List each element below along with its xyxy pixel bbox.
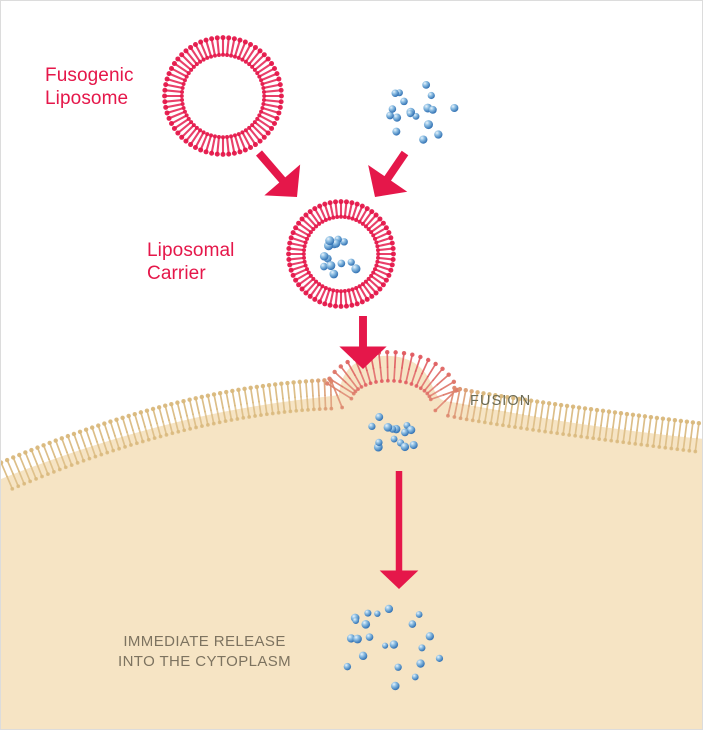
process-arrows (256, 150, 419, 589)
liposomal-carrier (286, 199, 396, 309)
fusogenic-liposome (162, 35, 284, 157)
dome-drug-cluster (368, 413, 418, 452)
membrane-lipid-bristles (1, 350, 702, 491)
released-drug-cluster (343, 604, 444, 691)
cell-membrane (1, 355, 702, 729)
cytoplasm-fill (1, 355, 702, 729)
free-drug-cluster (386, 80, 459, 144)
